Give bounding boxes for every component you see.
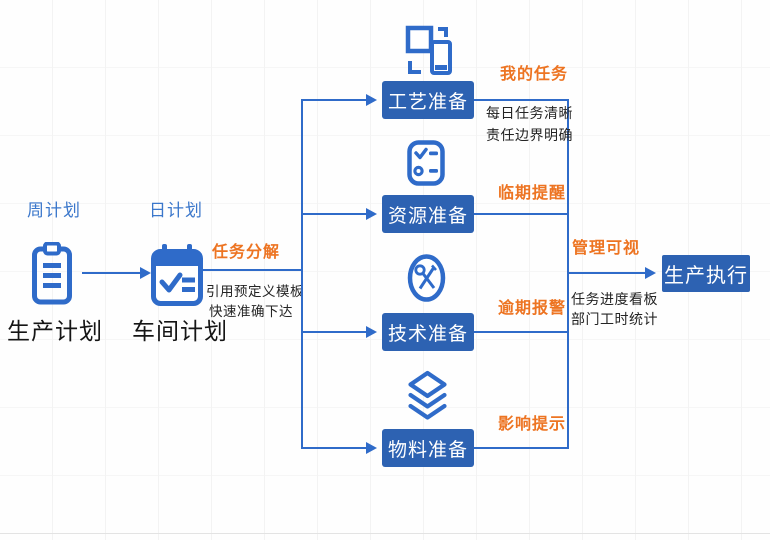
arrowhead-plan-to-workshop bbox=[140, 267, 151, 279]
clipboard-icon bbox=[30, 242, 74, 306]
layers-icon bbox=[405, 370, 450, 424]
manage-desc2: 部门工时统计 bbox=[571, 311, 658, 327]
near-due-label: 临期提醒 bbox=[498, 185, 567, 202]
overdue-label: 逾期报警 bbox=[498, 300, 567, 317]
day-plan-label: 日计划 bbox=[149, 201, 203, 220]
arrowhead-technical bbox=[366, 326, 377, 338]
arrowhead-process bbox=[366, 94, 377, 106]
my-tasks-desc2: 责任边界明确 bbox=[486, 127, 573, 143]
bottom-divider bbox=[0, 533, 770, 534]
week-plan-label: 周计划 bbox=[27, 201, 81, 220]
connector-branch-to-technical bbox=[301, 331, 367, 333]
task-decompose-label: 任务分解 bbox=[212, 244, 281, 261]
arrowhead-resource bbox=[366, 208, 377, 220]
connector-branch-to-process bbox=[301, 99, 367, 101]
production-execution-box: 生产执行 bbox=[662, 255, 750, 292]
manage-visible-label: 管理可视 bbox=[572, 240, 641, 257]
process-prep-box: 工艺准备 bbox=[382, 81, 474, 119]
calendar-check-icon bbox=[151, 244, 203, 306]
task-decompose-desc1: 引用预定义模板 bbox=[206, 284, 304, 299]
connector-workshop-to-branch bbox=[200, 269, 303, 271]
checklist-icon bbox=[407, 140, 445, 186]
material-prep-box: 物料准备 bbox=[382, 429, 474, 467]
connector-resource-out bbox=[474, 213, 568, 215]
workshop-plan-title: 车间计划 bbox=[132, 318, 228, 344]
impact-label: 影响提示 bbox=[498, 416, 567, 433]
arrowhead-execution bbox=[645, 267, 656, 279]
task-decompose-desc2: 快速准确下达 bbox=[209, 304, 293, 319]
arrowhead-material bbox=[366, 442, 377, 454]
connector-plan-to-workshop bbox=[82, 272, 141, 274]
connector-branch-to-material bbox=[301, 447, 367, 449]
my-tasks-label: 我的任务 bbox=[500, 66, 569, 83]
connector-technical-out bbox=[474, 331, 568, 333]
connector-material-out bbox=[474, 447, 568, 449]
collector-vertical-line bbox=[567, 99, 569, 449]
connector-to-execution bbox=[568, 272, 646, 274]
my-tasks-desc1: 每日任务清晰 bbox=[486, 105, 573, 121]
manage-desc1: 任务进度看板 bbox=[571, 291, 658, 307]
connector-branch-to-resource bbox=[301, 213, 367, 215]
production-plan-title: 生产计划 bbox=[7, 318, 103, 344]
resource-prep-box: 资源准备 bbox=[382, 195, 474, 233]
devices-icon bbox=[404, 24, 454, 76]
tools-icon bbox=[406, 250, 447, 306]
branch-vertical-line bbox=[301, 99, 303, 449]
technical-prep-box: 技术准备 bbox=[382, 313, 474, 351]
connector-process-out bbox=[474, 99, 568, 101]
